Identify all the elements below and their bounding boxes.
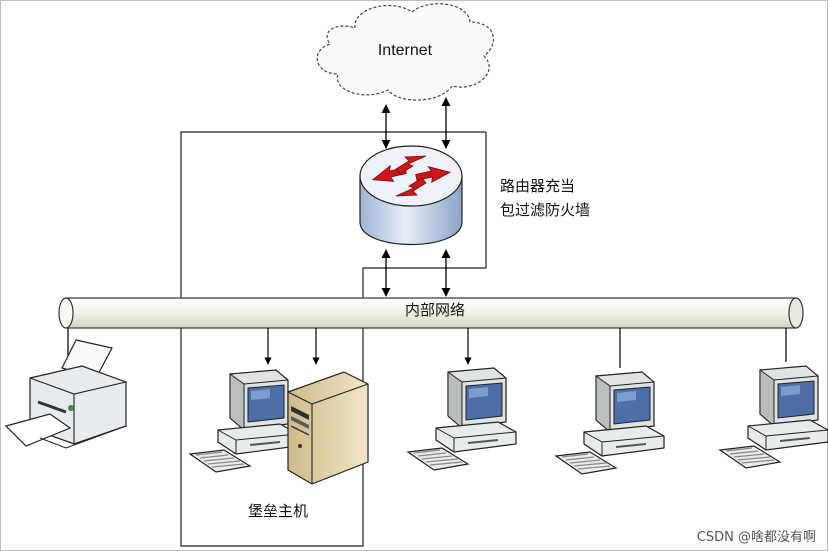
- watermark: CSDN @啥都没有啊: [696, 530, 816, 545]
- computer-icon: [555, 371, 665, 475]
- router-icon: [359, 145, 463, 245]
- cloud-icon: [316, 3, 494, 101]
- network-pipe: [58, 297, 804, 329]
- computer-icon: [719, 365, 828, 469]
- router-label-line1: 路由器充当: [500, 177, 576, 195]
- internet-label: Internet: [377, 42, 433, 59]
- network-label: 内部网络: [404, 301, 465, 319]
- server-icon: [287, 371, 369, 485]
- computer-icon: [407, 367, 517, 471]
- computer-icon: [189, 369, 299, 473]
- printer-icon: [4, 339, 127, 449]
- firewall-boundary: [180, 131, 487, 547]
- router-label: 路由器充当 包过滤防火墙: [500, 174, 610, 222]
- router-label-line2: 包过滤防火墙: [500, 201, 591, 219]
- bastion-host-label: 堡垒主机: [247, 502, 308, 520]
